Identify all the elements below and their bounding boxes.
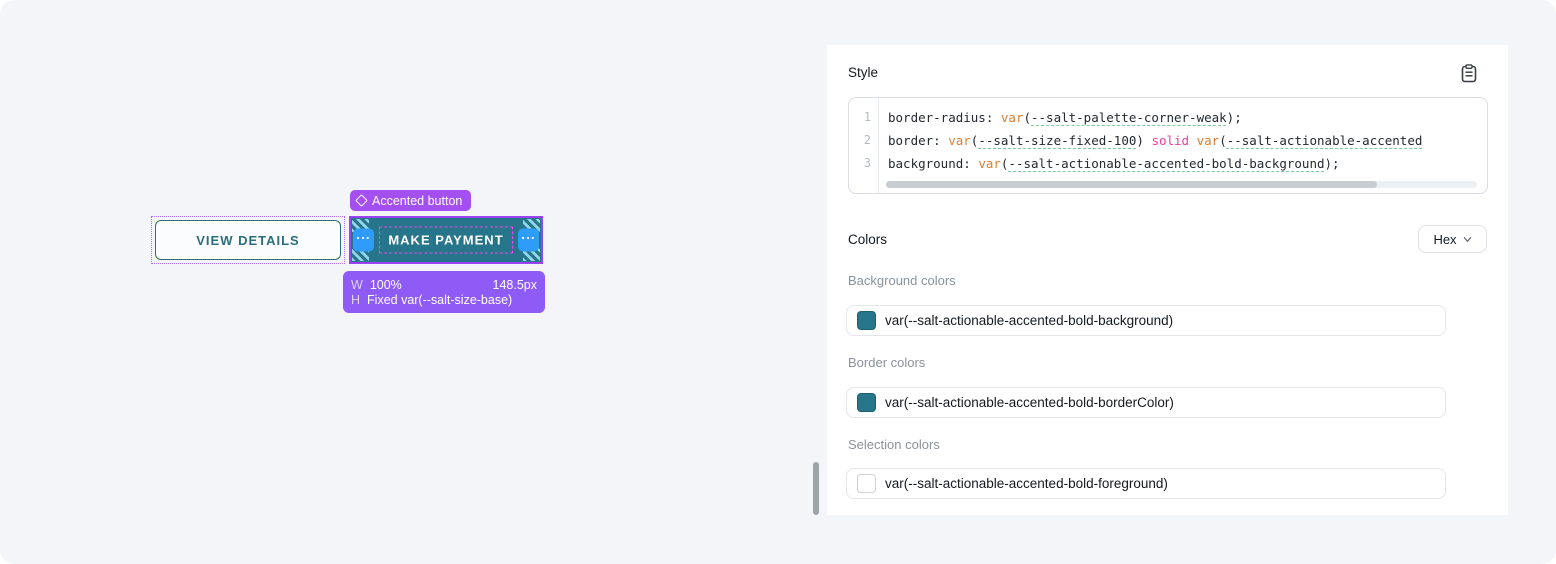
border-color-row[interactable]: var(--salt-actionable-accented-bold-bord… <box>846 387 1446 418</box>
code-horizontal-scrollbar[interactable] <box>886 181 1477 188</box>
color-format-value: Hex <box>1433 231 1457 247</box>
width-prefix: W <box>351 277 363 292</box>
line-number: 2 <box>863 133 871 147</box>
component-annotation-badge: Accented button <box>350 190 472 211</box>
colors-section-title: Colors <box>848 232 888 247</box>
color-format-dropdown[interactable]: Hex <box>1418 225 1487 253</box>
line-number-gutter: 1 2 3 <box>849 98 879 193</box>
border-colors-label: Border colors <box>848 355 926 370</box>
height-prefix: H <box>351 292 361 307</box>
selection-colors-label: Selection colors <box>848 437 940 452</box>
code-line: border: var(--salt-size-fixed-100) solid… <box>888 133 1423 148</box>
resize-handle-left[interactable]: ··· <box>353 228 374 252</box>
css-code-block[interactable]: 1 2 3 border-radius: var(--salt-palette-… <box>848 97 1488 194</box>
resize-handle-right[interactable]: ··· <box>518 228 539 252</box>
line-number: 1 <box>863 110 871 124</box>
diamond-icon <box>355 194 368 207</box>
measurement-height-row: H Fixed var(--salt-size-base) <box>351 293 537 307</box>
style-section-title: Style <box>848 65 879 80</box>
color-token-value: var(--salt-actionable-accented-bold-bord… <box>885 395 1174 410</box>
measurement-badge: W 100% 148.5px H Fixed var(--salt-size-b… <box>343 271 545 313</box>
make-payment-label: MAKE PAYMENT <box>388 232 504 248</box>
code-line: background: var(--salt-actionable-accent… <box>888 156 1340 171</box>
background-colors-label: Background colors <box>848 273 956 288</box>
annotation-label: Accented button <box>372 193 463 208</box>
text-layer-outline: MAKE PAYMENT <box>379 226 513 254</box>
code-line: border-radius: var(--salt-palette-corner… <box>888 110 1242 125</box>
color-swatch <box>857 311 876 330</box>
view-details-button[interactable]: VIEW DETAILS <box>155 220 341 260</box>
selection-color-row[interactable]: var(--salt-actionable-accented-bold-fore… <box>846 468 1446 499</box>
color-token-value: var(--salt-actionable-accented-bold-fore… <box>885 476 1168 491</box>
width-pixels: 148.5px <box>492 277 537 292</box>
chevron-down-icon <box>1463 236 1471 242</box>
selection-outline-secondary: VIEW DETAILS <box>151 216 345 264</box>
code-lines: border-radius: var(--salt-palette-corner… <box>879 98 1487 193</box>
clipboard-icon <box>1461 63 1477 82</box>
line-number: 3 <box>863 156 871 170</box>
measurement-width-row: W 100% 148.5px <box>351 278 537 292</box>
width-value: 100% <box>369 277 402 292</box>
code-scrollbar-thumb[interactable] <box>886 181 1377 188</box>
copy-code-button[interactable] <box>1458 61 1480 85</box>
view-details-label: VIEW DETAILS <box>196 232 300 248</box>
make-payment-button[interactable]: ··· ··· MAKE PAYMENT <box>349 216 543 264</box>
panel-scrollbar-thumb[interactable] <box>813 462 819 515</box>
height-value: Fixed var(--salt-size-base) <box>367 292 513 307</box>
color-token-value: var(--salt-actionable-accented-bold-back… <box>885 313 1174 328</box>
inspector-panel: Style 1 2 3 border-radius: var(--salt-pa… <box>827 45 1508 515</box>
color-swatch <box>857 393 876 412</box>
color-swatch <box>857 474 876 493</box>
background-color-row[interactable]: var(--salt-actionable-accented-bold-back… <box>846 305 1446 336</box>
